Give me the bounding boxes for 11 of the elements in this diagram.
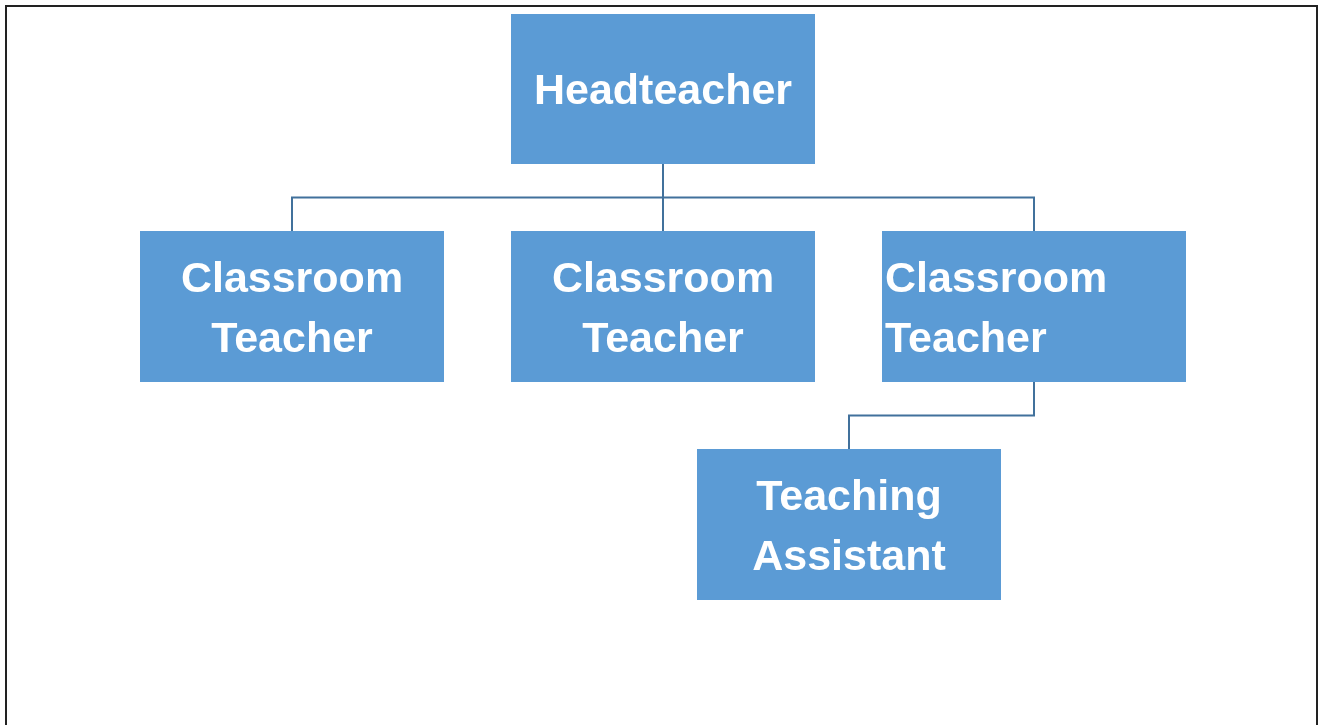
- connector-line: [848, 381, 1035, 450]
- role-title: Classroom Teacher: [179, 251, 405, 363]
- role-title: Headteacher: [533, 64, 793, 115]
- role-box: [511, 231, 815, 382]
- role-box: [511, 14, 815, 164]
- role-title: Teaching Assistant: [751, 469, 947, 581]
- role-title: Classroom Teacher: [550, 251, 776, 363]
- role-box: [140, 231, 444, 382]
- role-box: [697, 449, 1001, 600]
- role-box: [882, 231, 1186, 382]
- role-title: Classroom Teacher: [885, 251, 1109, 363]
